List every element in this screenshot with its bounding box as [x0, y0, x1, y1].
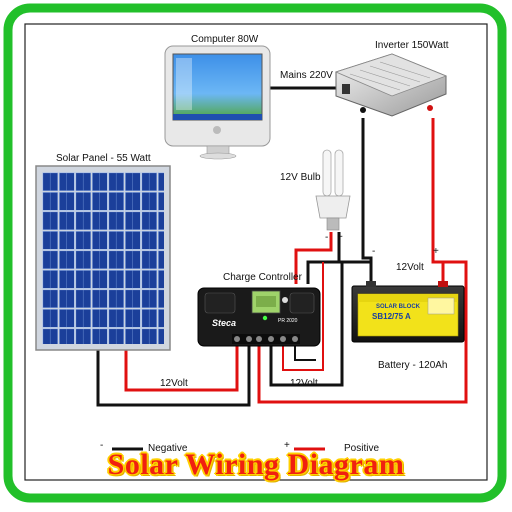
charge-controller-label: Charge Controller: [223, 272, 302, 283]
inner-frame: [24, 23, 488, 481]
legend-negative-label: Negative: [148, 443, 188, 454]
controller-brand: Steca: [212, 318, 237, 328]
legend-positive-sign: +: [284, 440, 290, 451]
inverter-positive-wire: [431, 118, 445, 287]
panel-negative-wire: [96, 343, 251, 407]
battery-plus-sign: +: [433, 246, 439, 257]
green-frame: [3, 3, 507, 503]
battery-wire-label: 12Volt: [396, 262, 424, 273]
legend-negative-sign: -: [100, 440, 104, 451]
computer-label: Computer 80W: [191, 34, 259, 45]
bulb-plus-sign: +: [337, 232, 343, 243]
charge-controller-icon: [197, 287, 321, 347]
load-positive-wire: [282, 262, 324, 371]
bulb-icon: [315, 149, 351, 231]
bulb-positive-wire: [294, 232, 333, 284]
panel-wire-label: 12Volt: [160, 378, 188, 389]
battery-positive-wire: [257, 260, 468, 404]
battery-negative-wire: [269, 260, 371, 387]
solar-panel-label: Solar Panel - 55 Watt: [56, 153, 151, 164]
inverter-negative-wire: [361, 118, 373, 287]
solar-panel-icon: [35, 165, 171, 351]
battery-icon: [351, 281, 465, 343]
load-wire-label: 12Volt: [290, 378, 318, 389]
bulb-minus-sign: -: [325, 232, 329, 243]
load-negative-wire: [294, 343, 316, 361]
controller-model: PR 2020: [278, 318, 298, 324]
mains-label: Mains 220V: [280, 70, 333, 81]
battery-minus-sign: -: [372, 246, 376, 257]
computer-icon: [164, 45, 271, 160]
battery-brand-line1: SOLAR BLOCK: [376, 304, 420, 310]
inverter-label: Inverter 150Watt: [375, 40, 449, 51]
battery-label: Battery - 120Ah: [378, 360, 448, 371]
panel-positive-wire: [124, 343, 239, 392]
inverter-icon: [334, 53, 448, 117]
battery-brand-line2: SB12/75 A: [372, 312, 411, 321]
diagram-title: Solar Wiring Diagram: [107, 448, 405, 481]
legend-positive-label: Positive: [344, 443, 380, 454]
bulb-label: 12V Bulb: [280, 172, 321, 183]
